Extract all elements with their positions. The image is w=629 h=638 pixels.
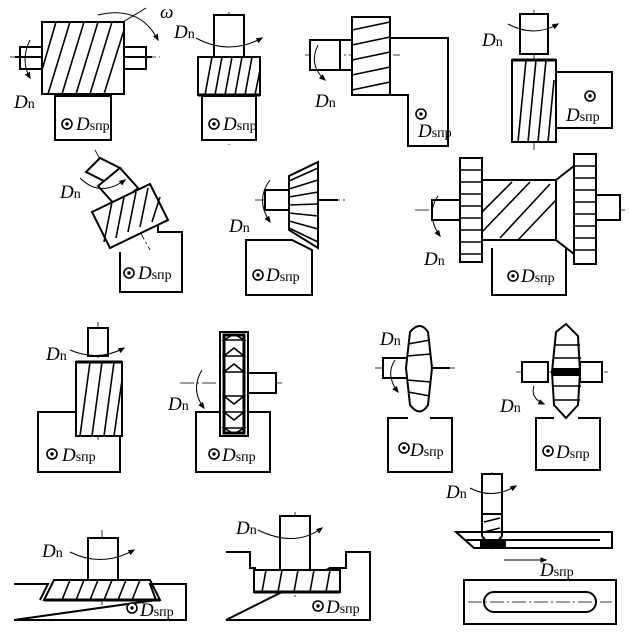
feed-label: Dsпр [61,445,96,466]
rotation-label: Dn [481,30,503,51]
panel-end-mill-stepped: Dn Dsпр [481,10,613,150]
feed-label: Dsпр [555,442,590,463]
feed-label: Dsпр [222,114,257,135]
rotation-label: Dn [13,92,35,113]
panel-convex-form-cutter: Dn Dsпр [499,322,608,471]
panel-t-slot-cutter: Dn Dsпр [225,512,371,621]
feed-label: Dsпр [325,597,360,618]
feed-label: Dsпр [265,265,300,286]
rotation-label: Dn [445,482,467,503]
panel-keyseat-end-mill: Dn Dsпр [445,472,617,625]
rotation-label: Dn [499,396,521,417]
feed-label: Dsпр [137,263,172,284]
panel-side-step-milling: Dn Dsпр [305,16,452,147]
panel-disk-cutter: Dn Dsпр [167,331,285,473]
feed-label: Dsпр [75,114,110,135]
feed-label: Dsпр [221,445,256,466]
panel-conical-cutter: Dn Dsпр [228,160,345,296]
rotation-label: Dn [314,91,336,112]
panel-cutter-set: Dn Dsпр [415,153,625,296]
panel-inclined-cutter: Dn Dsпр [59,149,183,293]
panel-concave-form-cutter: Dn Dsпр [375,325,455,473]
rotation-label: Dn [379,329,401,350]
rotation-label: Dn [41,541,63,562]
feed-label: Dsпр [139,600,174,621]
rotation-label: Dn [167,394,189,415]
feed-label: Dsпр [565,105,600,126]
omega-label: ω [160,2,173,23]
feed-label: Dsпр [409,440,444,461]
panel-face-mill: Dn Dsпр [13,530,187,621]
rotation-label: Dn [423,249,445,270]
panel-end-mill-step: Dn Dsпр [37,322,126,473]
feed-label: Dsпр [520,266,555,287]
panel-horizontal-cylindrical-cutter: ω Dn Dsпр [10,2,173,141]
rotation-label: Dn [59,182,81,203]
rotation-label: Dn [235,518,257,539]
panel-vertical-cylindrical-cutter: Dn Dsпр [173,12,264,145]
rotation-label: Dn [228,216,250,237]
feed-label: Dsпр [539,560,574,581]
feed-label: Dsпр [417,121,452,142]
rotation-label: Dn [45,344,67,365]
rotation-label: Dn [173,22,195,43]
